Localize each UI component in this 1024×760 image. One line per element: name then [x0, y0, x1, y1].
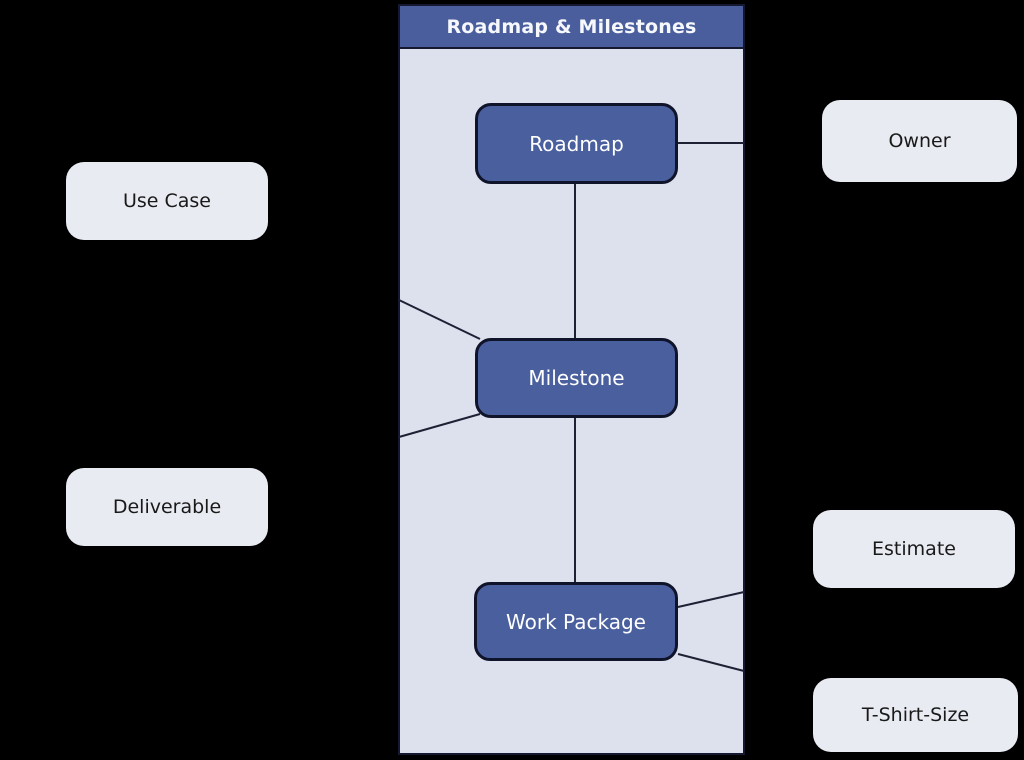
- node-t-shirt-size-label: T-Shirt-Size: [861, 704, 970, 726]
- node-owner[interactable]: Owner: [822, 100, 1017, 182]
- edge-work-package-t-shirt-size[interactable]: [677, 653, 745, 672]
- edge-use-case-milestone[interactable]: [398, 299, 481, 340]
- node-work-package[interactable]: Work Package: [474, 582, 678, 661]
- node-deliverable[interactable]: Deliverable: [66, 468, 268, 546]
- node-roadmap-label: Roadmap: [529, 131, 624, 156]
- node-use-case[interactable]: Use Case: [66, 162, 268, 240]
- edge-milestone-deliverable[interactable]: [398, 413, 481, 438]
- node-estimate-label: Estimate: [872, 538, 956, 560]
- node-use-case-label: Use Case: [122, 190, 212, 212]
- node-work-package-label: Work Package: [506, 609, 646, 634]
- node-t-shirt-size[interactable]: T-Shirt-Size: [813, 678, 1018, 752]
- edge-work-package-estimate[interactable]: [677, 591, 745, 608]
- node-owner-label: Owner: [888, 130, 951, 152]
- node-deliverable-label: Deliverable: [112, 496, 222, 518]
- node-estimate[interactable]: Estimate: [813, 510, 1015, 588]
- node-roadmap[interactable]: Roadmap: [475, 103, 678, 184]
- lane-title[interactable]: Roadmap & Milestones: [400, 6, 743, 49]
- node-milestone[interactable]: Milestone: [475, 338, 678, 418]
- node-milestone-label: Milestone: [528, 366, 625, 390]
